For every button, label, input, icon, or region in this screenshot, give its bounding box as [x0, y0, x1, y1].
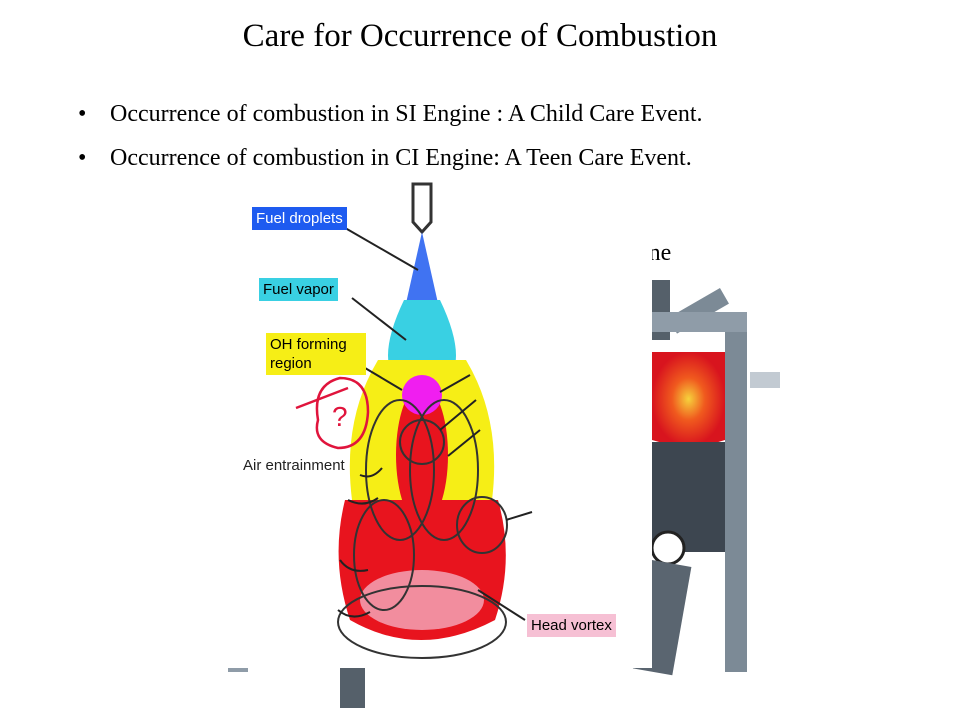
- slide-title: Care for Occurrence of Combustion: [242, 18, 718, 54]
- red-core: [396, 385, 448, 525]
- spray-circle: [353, 499, 415, 611]
- vapor-region: [388, 300, 456, 375]
- vortex-outline: [337, 585, 507, 659]
- air-arrow: [347, 497, 379, 505]
- injector-nozzle: [411, 182, 433, 235]
- air-entrainment-label: Air entrainment: [243, 457, 345, 474]
- leader-line: [439, 399, 477, 431]
- combustion-flame: [652, 352, 725, 446]
- leader-line: [359, 364, 403, 391]
- engine-base-left: [228, 664, 248, 672]
- head-vortex-label: Head vortex: [527, 614, 616, 637]
- leader-line: [505, 511, 533, 521]
- cylinder-wall-right: [725, 312, 747, 672]
- leader-line: [351, 297, 407, 341]
- engine-outer-bar: [750, 372, 780, 388]
- oh-forming-region-label: OH forming region: [266, 333, 366, 375]
- bullet-item: • Occurrence of combustion in SI Engine …: [78, 96, 703, 140]
- spray-circle: [456, 496, 508, 554]
- fuel-vapor-label: Fuel vapor: [259, 278, 338, 301]
- fuel-droplets-label: Fuel droplets: [252, 207, 347, 230]
- leader-line: [339, 224, 419, 271]
- annotation-circle: [315, 376, 370, 450]
- cylinder-wall-top: [652, 312, 747, 332]
- annotation-stroke: [295, 386, 349, 410]
- vortex-highlight: [360, 570, 484, 630]
- spray-circle: [365, 399, 435, 541]
- engine-base-rod: [340, 668, 365, 708]
- bullet-text: Occurrence of combustion in CI Engine: A…: [110, 145, 692, 171]
- bullet-item: • Occurrence of combustion in CI Engine:…: [78, 140, 703, 184]
- leader-line: [477, 589, 526, 621]
- annotation-mark: ?: [332, 401, 348, 432]
- bullet-list: • Occurrence of combustion in SI Engine …: [78, 96, 703, 184]
- leader-line: [439, 374, 471, 393]
- magenta-core: [402, 375, 442, 415]
- bullet-marker: •: [78, 145, 87, 171]
- air-arrow: [359, 467, 383, 478]
- leader-line: [447, 429, 481, 457]
- spray-circle: [399, 419, 445, 465]
- bullet-marker: •: [78, 101, 87, 127]
- air-arrow: [337, 609, 371, 618]
- bullet-text: Occurrence of combustion in SI Engine : …: [110, 101, 703, 127]
- spray-circle: [409, 399, 479, 541]
- air-arrow: [339, 559, 369, 572]
